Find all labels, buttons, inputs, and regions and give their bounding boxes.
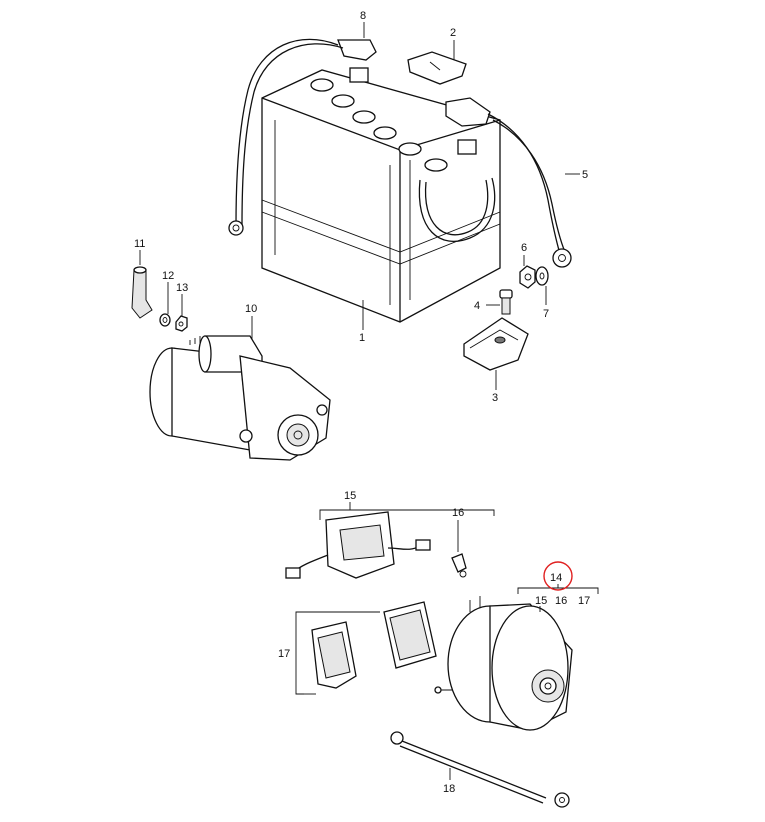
starter-motor[interactable] [149, 335, 331, 461]
bolt[interactable] [499, 289, 513, 315]
regulator-variant-b[interactable] [383, 601, 437, 669]
callout-14: 14 [550, 572, 562, 584]
callout-7: 7 [543, 308, 549, 320]
brush-clip[interactable] [451, 553, 467, 578]
callout-11: 11 [134, 238, 145, 250]
leader-lines [139, 22, 599, 780]
alternator[interactable] [434, 596, 573, 731]
callout-15-regulator: 15 [344, 490, 356, 502]
battery[interactable] [261, 67, 501, 323]
callout-3: 3 [492, 392, 498, 404]
boot-sleeve[interactable] [131, 266, 153, 319]
cable-clamp-positive[interactable] [445, 97, 572, 268]
hold-down-clamp[interactable] [463, 317, 529, 371]
callout-17-alternator: 17 [578, 595, 590, 607]
callout-16-alternator: 16 [555, 595, 567, 607]
regulator-variant-a[interactable] [311, 621, 357, 689]
callout-5: 5 [582, 169, 588, 181]
callout-4: 4 [474, 300, 480, 312]
callout-12: 12 [162, 270, 174, 282]
callout-1: 1 [359, 332, 365, 344]
washer-small[interactable] [159, 313, 171, 327]
callout-16-clip: 16 [452, 507, 464, 519]
callout-10: 10 [245, 303, 257, 315]
callout-8: 8 [360, 10, 366, 22]
voltage-regulator[interactable] [285, 511, 431, 579]
highlight-ring [543, 561, 573, 591]
callout-6: 6 [521, 242, 527, 254]
nut-small[interactable] [175, 315, 188, 332]
ground-strap[interactable] [390, 731, 570, 808]
callout-15-alternator: 15 [535, 595, 547, 607]
cable-clamp-negative[interactable] [228, 38, 377, 236]
terminal-cover[interactable] [407, 51, 467, 85]
callout-18: 18 [443, 783, 455, 795]
callout-13: 13 [176, 282, 188, 294]
washer[interactable] [535, 266, 549, 286]
callout-2: 2 [450, 27, 456, 39]
nut[interactable] [519, 265, 536, 289]
callout-17-regulators: 17 [278, 648, 290, 660]
callout-labels: 1 2 3 4 5 6 7 8 10 11 12 13 15 16 14 15 … [134, 10, 590, 795]
